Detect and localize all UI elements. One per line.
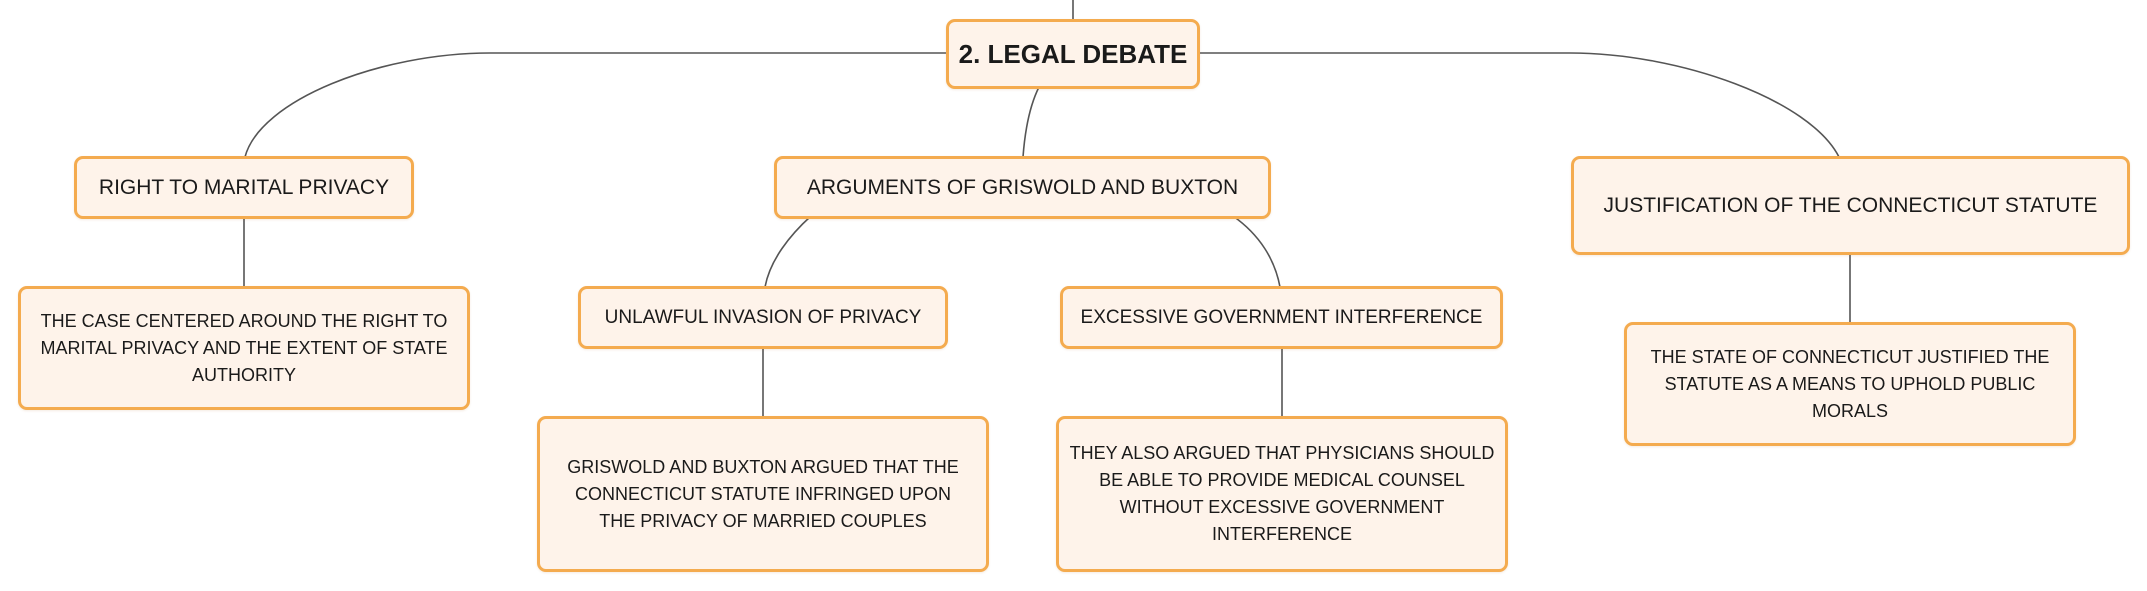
node-right-to-marital-privacy-label: RIGHT TO MARITAL PRIVACY xyxy=(98,175,390,199)
connector-root-arguments xyxy=(1022,86,1040,158)
node-right-to-marital-privacy[interactable]: RIGHT TO MARITAL PRIVACY xyxy=(74,156,414,219)
node-invasion-detail-text: GRISWOLD AND BUXTON ARGUED THAT THE CONN… xyxy=(567,456,959,531)
node-justification-detail-text: THE STATE OF CONNECTICUT JUSTIFIED THE S… xyxy=(1650,346,2050,421)
connector-arguments-invasion xyxy=(764,215,812,288)
connector-arguments-interference xyxy=(1232,215,1281,288)
node-arguments-label: ARGUMENTS OF GRISWOLD AND BUXTON xyxy=(806,175,1239,199)
node-unlawful-invasion-of-privacy[interactable]: UNLAWFUL INVASION OF PRIVACY xyxy=(578,286,948,349)
root-node[interactable]: 2. LEGAL DEBATE xyxy=(946,19,1200,89)
connector-root-justification xyxy=(1197,52,1840,158)
root-node-label: 2. LEGAL DEBATE xyxy=(958,38,1188,69)
node-marital-privacy-detail-text: THE CASE CENTERED AROUND THE RIGHT TO MA… xyxy=(40,310,448,385)
node-excessive-government-interference[interactable]: EXCESSIVE GOVERNMENT INTERFERENCE xyxy=(1060,286,1503,349)
node-interference-detail[interactable]: THEY ALSO ARGUED THAT PHYSICIANS SHOULD … xyxy=(1056,416,1508,572)
node-interference-detail-text: THEY ALSO ARGUED THAT PHYSICIANS SHOULD … xyxy=(1069,443,1495,544)
node-unlawful-invasion-label: UNLAWFUL INVASION OF PRIVACY xyxy=(604,306,922,328)
node-justification-label: JUSTIFICATION OF THE CONNECTICUT STATUTE xyxy=(1603,193,2098,217)
node-excessive-interference-label: EXCESSIVE GOVERNMENT INTERFERENCE xyxy=(1080,306,1483,328)
node-justification-of-the-connecticut-statute[interactable]: JUSTIFICATION OF THE CONNECTICUT STATUTE xyxy=(1571,156,2130,255)
node-invasion-detail[interactable]: GRISWOLD AND BUXTON ARGUED THAT THE CONN… xyxy=(537,416,989,572)
node-arguments-of-griswold-and-buxton[interactable]: ARGUMENTS OF GRISWOLD AND BUXTON xyxy=(774,156,1271,219)
node-justification-detail[interactable]: THE STATE OF CONNECTICUT JUSTIFIED THE S… xyxy=(1624,322,2076,446)
connector-root-marital-privacy xyxy=(244,52,948,158)
node-marital-privacy-detail[interactable]: THE CASE CENTERED AROUND THE RIGHT TO MA… xyxy=(18,286,470,410)
